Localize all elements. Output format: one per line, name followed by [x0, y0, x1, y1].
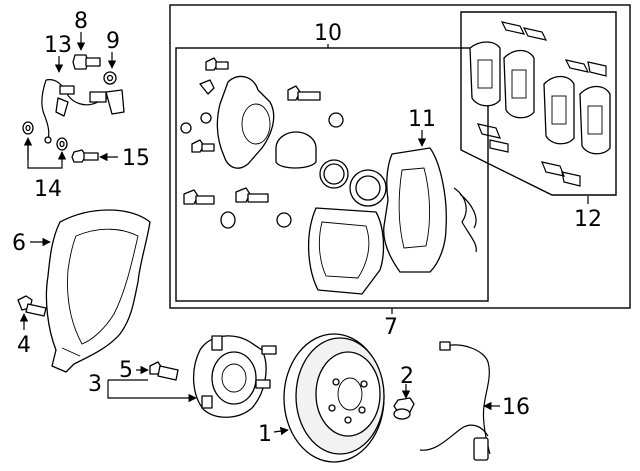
caliper-bolts-10[interactable] [180, 57, 344, 229]
caliper-bracket-10[interactable] [216, 75, 275, 169]
callout-11: 11 [408, 107, 436, 132]
leader-1 [273, 426, 289, 436]
abs-sensor-16[interactable] [419, 341, 491, 461]
kit-7-outer-frame [169, 4, 631, 309]
leader-3 [107, 380, 197, 403]
dust-shield-6[interactable] [45, 209, 151, 373]
banjo-bolt-8[interactable] [72, 54, 101, 70]
callout-10: 10 [314, 21, 342, 46]
callout-1: 1 [258, 422, 272, 447]
washer-9[interactable] [103, 71, 117, 85]
callout-8: 8 [74, 9, 88, 34]
washer-14b[interactable] [56, 137, 68, 151]
callout-9: 9 [106, 29, 120, 54]
brake-hose-13[interactable] [41, 79, 125, 144]
callout-7: 7 [384, 315, 398, 340]
bolt-2[interactable] [393, 397, 415, 420]
callout-13: 13 [44, 33, 72, 58]
callout-12: 12 [574, 207, 602, 232]
kit-10-inner-frame [175, 47, 489, 302]
brake-pads-12[interactable] [469, 41, 611, 155]
caliper-housing-10[interactable] [307, 207, 385, 295]
hub-bearing-3[interactable] [192, 335, 277, 418]
callout-5: 5 [119, 358, 133, 383]
caliper-bracket-11[interactable] [383, 147, 477, 273]
callout-14: 14 [34, 177, 62, 202]
callout-6: 6 [12, 231, 26, 256]
callout-4: 4 [17, 333, 31, 358]
pad-clips-12[interactable] [477, 21, 607, 187]
bolt-15[interactable] [71, 149, 99, 163]
callout-16: 16 [502, 395, 530, 420]
callout-2: 2 [400, 364, 414, 389]
kit-12-pad-frame [460, 11, 617, 196]
brake-rotor-1[interactable] [283, 333, 385, 463]
piston-10[interactable] [275, 131, 387, 207]
washer-14a[interactable] [22, 121, 34, 135]
bolt-4[interactable] [17, 295, 47, 317]
bolt-5[interactable] [149, 361, 179, 381]
callout-15: 15 [122, 146, 150, 171]
callout-3: 3 [88, 372, 102, 397]
leader-14 [27, 145, 63, 169]
